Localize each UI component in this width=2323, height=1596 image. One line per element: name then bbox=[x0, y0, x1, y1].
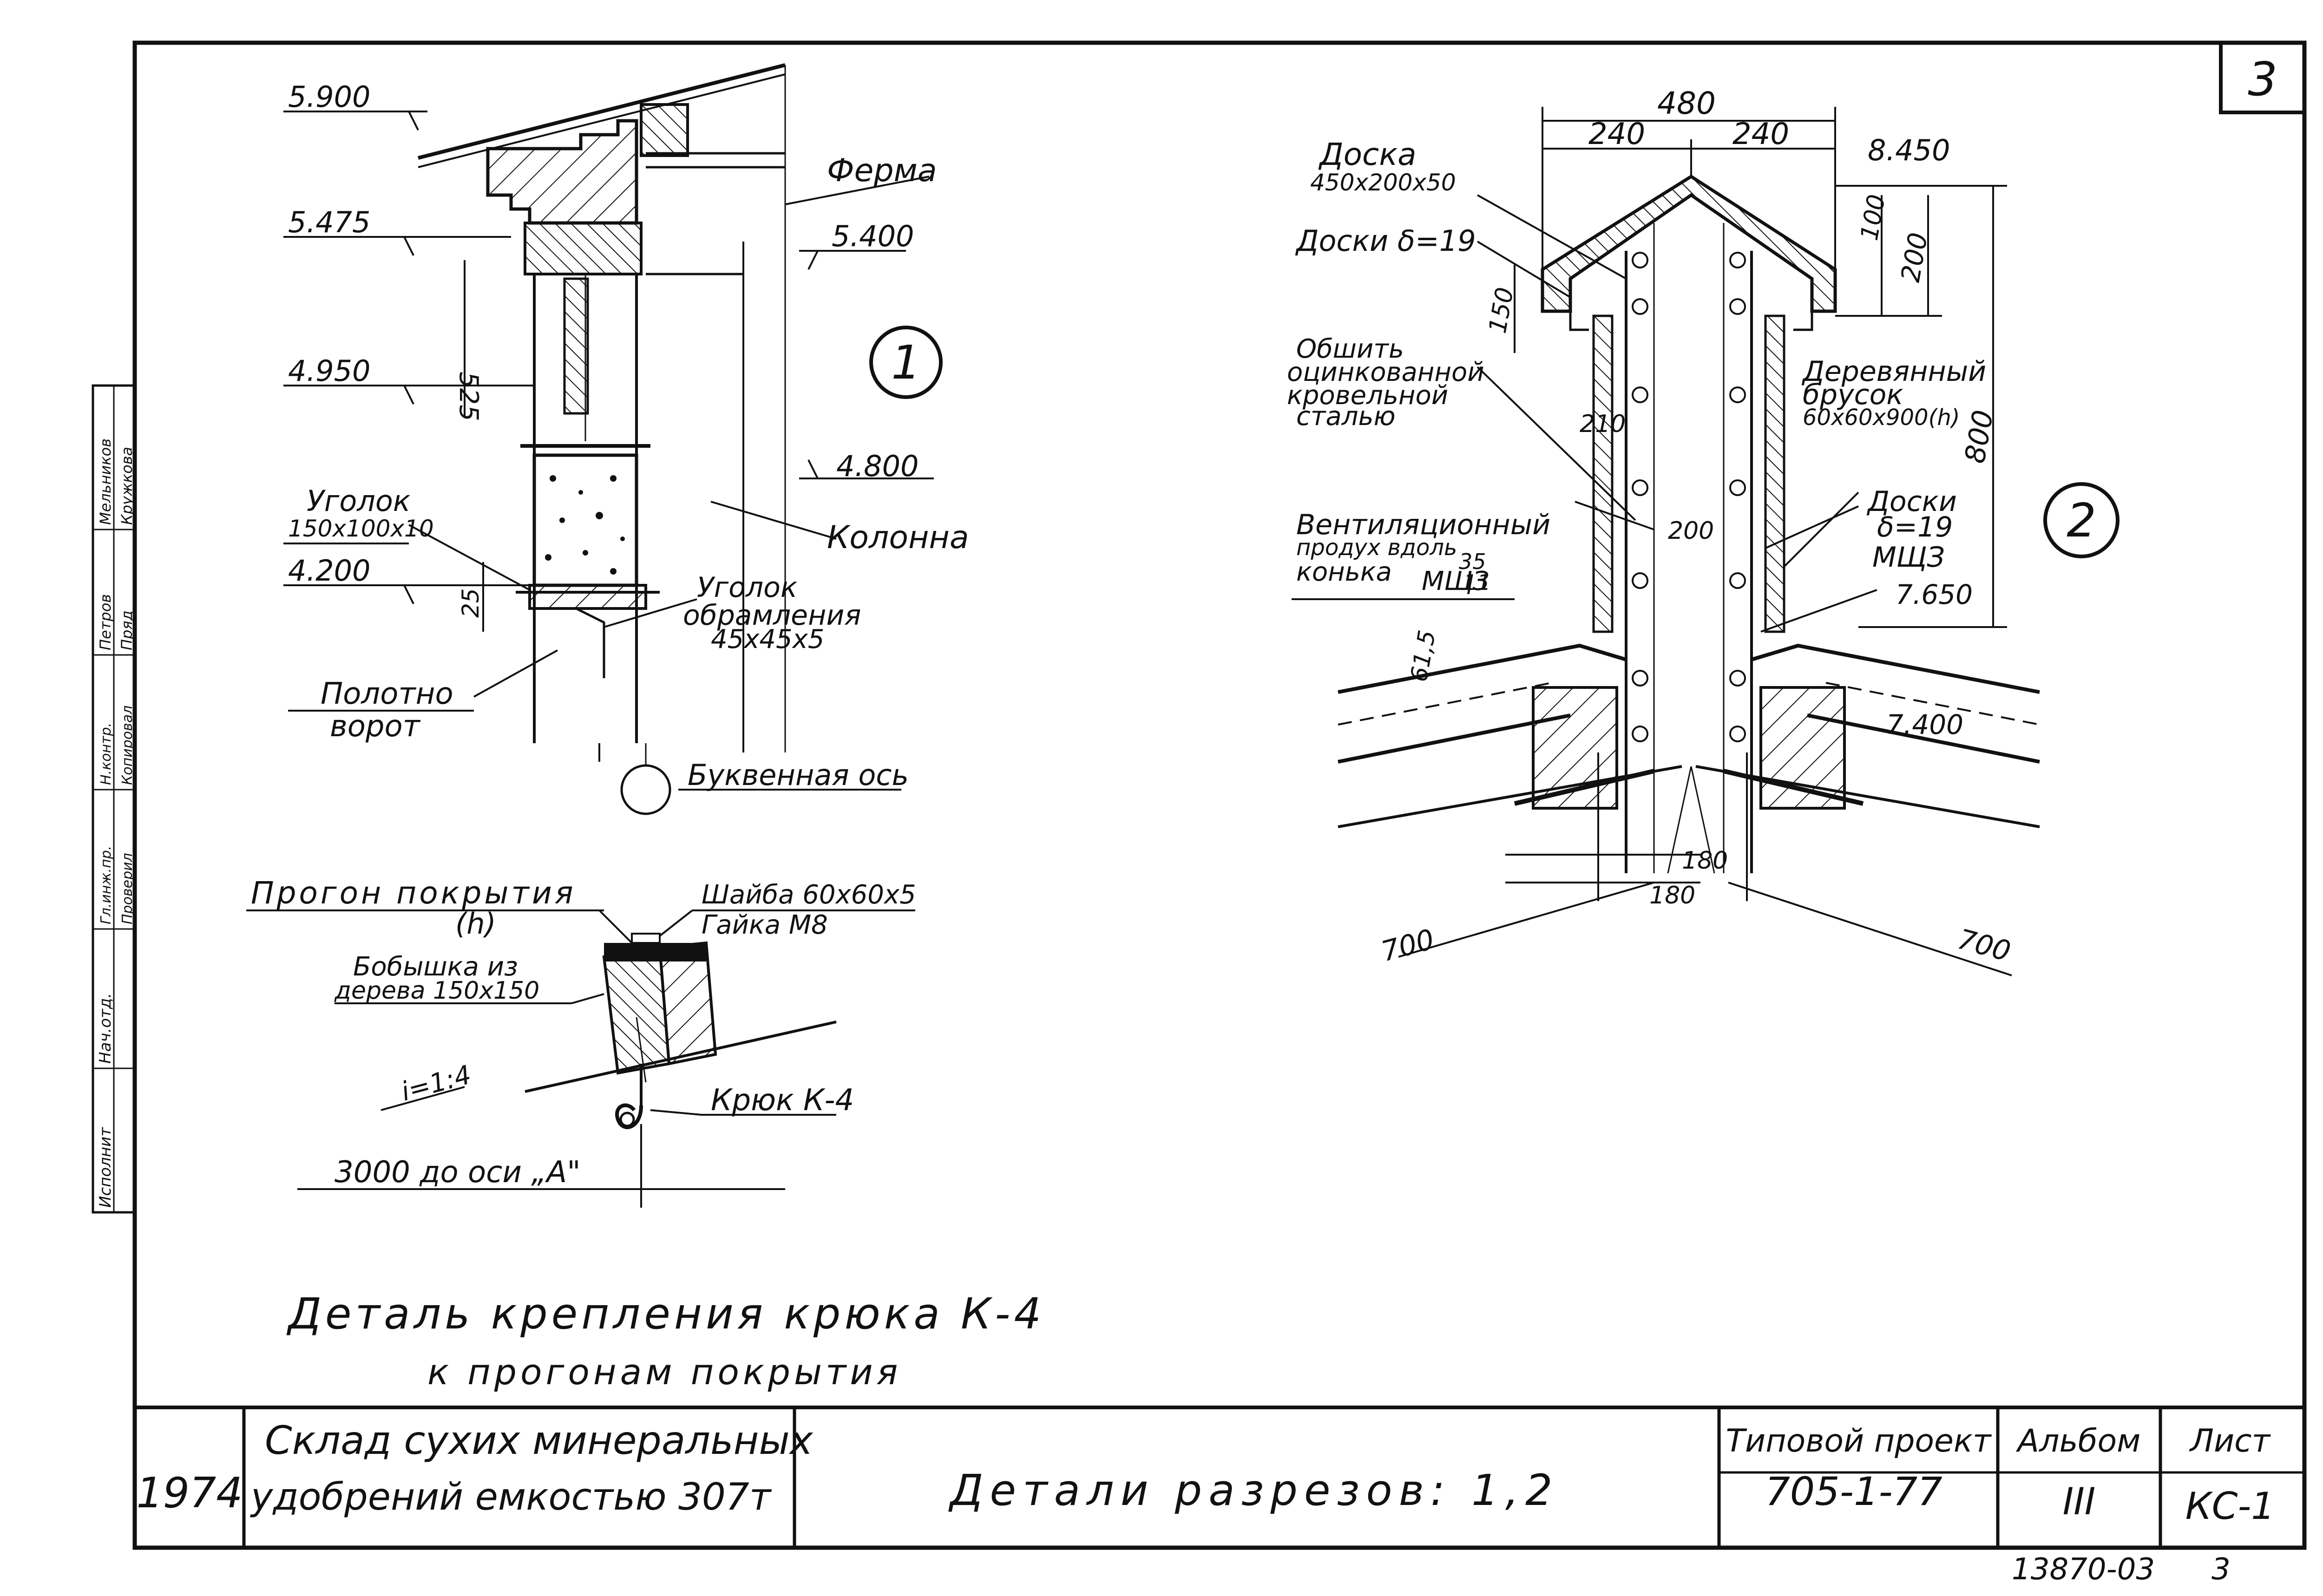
label-obshit-4: сталью bbox=[1296, 401, 1396, 432]
bottom-stamp-number: 13870-03 bbox=[2012, 1552, 2155, 1587]
concrete-dots bbox=[545, 475, 625, 575]
detail1-callout: 1 bbox=[891, 335, 921, 390]
side-stamp-name-2: Кружкова bbox=[118, 447, 136, 525]
side-stamp bbox=[92, 384, 136, 1214]
level-5400: 5.400 bbox=[832, 219, 914, 253]
label-obshit-1: Обшить bbox=[1296, 334, 1404, 364]
dim-180a: 180 bbox=[1682, 847, 1728, 875]
label-vent-1: Вентиляционный bbox=[1296, 509, 1550, 541]
label-dist: 3000 до оси „А" bbox=[335, 1155, 581, 1190]
dim-200b: 200 bbox=[1668, 517, 1714, 545]
level-4950: 4.950 bbox=[288, 354, 371, 388]
label-doski-r-1: Доски bbox=[1866, 485, 1957, 518]
label-ugolok-size: 150х100х10 bbox=[288, 515, 434, 542]
label-polotno-1: Полотно bbox=[321, 677, 453, 711]
side-stamp-name-1: Мельников bbox=[97, 438, 114, 525]
corner-sheet-number: 3 bbox=[2248, 52, 2277, 106]
detail2-callout: 2 bbox=[2067, 493, 2096, 548]
detail3-caption-1: Деталь крепления крюка К-4 bbox=[286, 1289, 1045, 1339]
label-shaiba: Шайба 60х60х5 bbox=[702, 880, 916, 910]
dim-210: 210 bbox=[1580, 410, 1626, 438]
detail1-level-marks bbox=[283, 111, 534, 632]
bolts bbox=[1632, 252, 1746, 742]
label-doska-1: Доска bbox=[1318, 137, 1417, 172]
album-label: Альбом bbox=[2016, 1423, 2141, 1459]
label-hook: Крюк К-4 bbox=[711, 1083, 854, 1118]
sheet-label: Лист bbox=[2189, 1423, 2271, 1459]
label-bob-2: дерева 150х150 bbox=[334, 977, 539, 1005]
label-doska-2: 450х200х50 bbox=[1310, 169, 1456, 196]
side-stamp-row-6: Копировал bbox=[119, 706, 136, 785]
label-ugolok-obr-1: Уголок bbox=[697, 571, 797, 604]
project-number: 705-1-77 bbox=[1765, 1469, 1942, 1514]
level-5900: 5.900 bbox=[288, 80, 371, 114]
title-object-line2: удобрений емкостью 307т bbox=[250, 1475, 772, 1518]
label-brusok-2: брусок bbox=[1803, 379, 1903, 411]
sheet-value: КС-1 bbox=[2185, 1485, 2275, 1528]
dim-615: 61,5 bbox=[1405, 628, 1441, 684]
label-gaika: Гайка М8 bbox=[702, 910, 828, 940]
dim-700a: 700 bbox=[1378, 923, 1438, 968]
detail3-caption-2: к прогонам покрытия bbox=[427, 1351, 901, 1393]
dim-7650: 7.650 bbox=[1896, 579, 1973, 610]
side-stamp-name-3: Пряд bbox=[118, 610, 136, 650]
dim-7400: 7.400 bbox=[1886, 709, 1963, 740]
label-brusok-3: 60х60х900(h) bbox=[1803, 405, 1960, 431]
label-ugolok-obr-3: 45х45х5 bbox=[711, 624, 824, 654]
dim-25: 25 bbox=[457, 588, 484, 618]
level-4800: 4.800 bbox=[836, 449, 919, 483]
level-4200: 4.200 bbox=[288, 554, 371, 588]
detail3-drawing bbox=[246, 909, 915, 1208]
dim-240b: 240 bbox=[1732, 117, 1789, 151]
side-stamp-row-4: Н.контр. bbox=[98, 723, 114, 785]
level-5475: 5.475 bbox=[288, 205, 371, 239]
label-ugolok-obr-2: обрамления bbox=[683, 599, 861, 632]
label-polotno-2: ворот bbox=[330, 709, 421, 744]
side-stamp-row-1: Исполнит bbox=[96, 1127, 115, 1208]
frac-bot: 11 bbox=[1463, 570, 1491, 595]
label-progon-2: (h) bbox=[455, 907, 496, 941]
label-mshz-r: МЩЗ bbox=[1872, 541, 1945, 574]
label-obshit-2: оцинкованной bbox=[1287, 357, 1484, 387]
project-label: Типовой проект bbox=[1726, 1423, 1992, 1459]
label-obshit-3: кровельной bbox=[1287, 380, 1448, 411]
label-doski19: Доски δ=19 bbox=[1295, 224, 1476, 258]
side-stamp-row-5: Проверил bbox=[119, 853, 136, 924]
label-vent-2: продух вдоль bbox=[1296, 535, 1457, 561]
side-stamp-name-4: Петров bbox=[97, 594, 114, 650]
side-stamp-row-3: Гл.инж.пр. bbox=[98, 846, 114, 924]
label-doski-r-2: δ=19 bbox=[1877, 511, 1953, 543]
title-object-line1: Склад сухих минеральных bbox=[265, 1418, 814, 1463]
dim-480: 480 bbox=[1657, 85, 1716, 121]
side-stamp-row-2: Нач.отд. bbox=[96, 993, 115, 1064]
detail2-drawing bbox=[1292, 107, 2120, 976]
label-ugolok-title: Уголок bbox=[307, 484, 411, 518]
label-axis: Буквенная ось bbox=[688, 758, 909, 792]
label-brusok-1: Деревянный bbox=[1801, 355, 1986, 388]
label-progon-1: Прогон покрытия bbox=[251, 875, 576, 911]
label-mshz-l: МЩЗ bbox=[1422, 566, 1489, 596]
album-value: III bbox=[2063, 1480, 2096, 1523]
label-slope: i=1:4 bbox=[398, 1060, 474, 1107]
detail1-drawing bbox=[283, 63, 943, 815]
title-block bbox=[135, 1406, 2304, 1548]
label-ferma: Ферма bbox=[827, 152, 937, 189]
drawing-title: Детали разрезов: 1,2 bbox=[948, 1465, 1559, 1515]
frac-top: 35 bbox=[1459, 549, 1486, 574]
title-year: 1974 bbox=[136, 1469, 243, 1518]
label-kolonna: Колонна bbox=[827, 519, 969, 556]
dim-240a: 240 bbox=[1588, 117, 1645, 151]
dim-525: 525 bbox=[453, 372, 484, 421]
dim-180b: 180 bbox=[1649, 882, 1695, 909]
dim-8450: 8.450 bbox=[1868, 133, 1950, 167]
bottom-stamp-page: 3 bbox=[2211, 1552, 2231, 1587]
label-bob-1: Бобышка из bbox=[353, 952, 518, 982]
dim-100: 100 bbox=[1856, 192, 1891, 242]
label-vent-3: конька bbox=[1296, 557, 1392, 587]
dim-700b: 700 bbox=[1954, 923, 2014, 968]
